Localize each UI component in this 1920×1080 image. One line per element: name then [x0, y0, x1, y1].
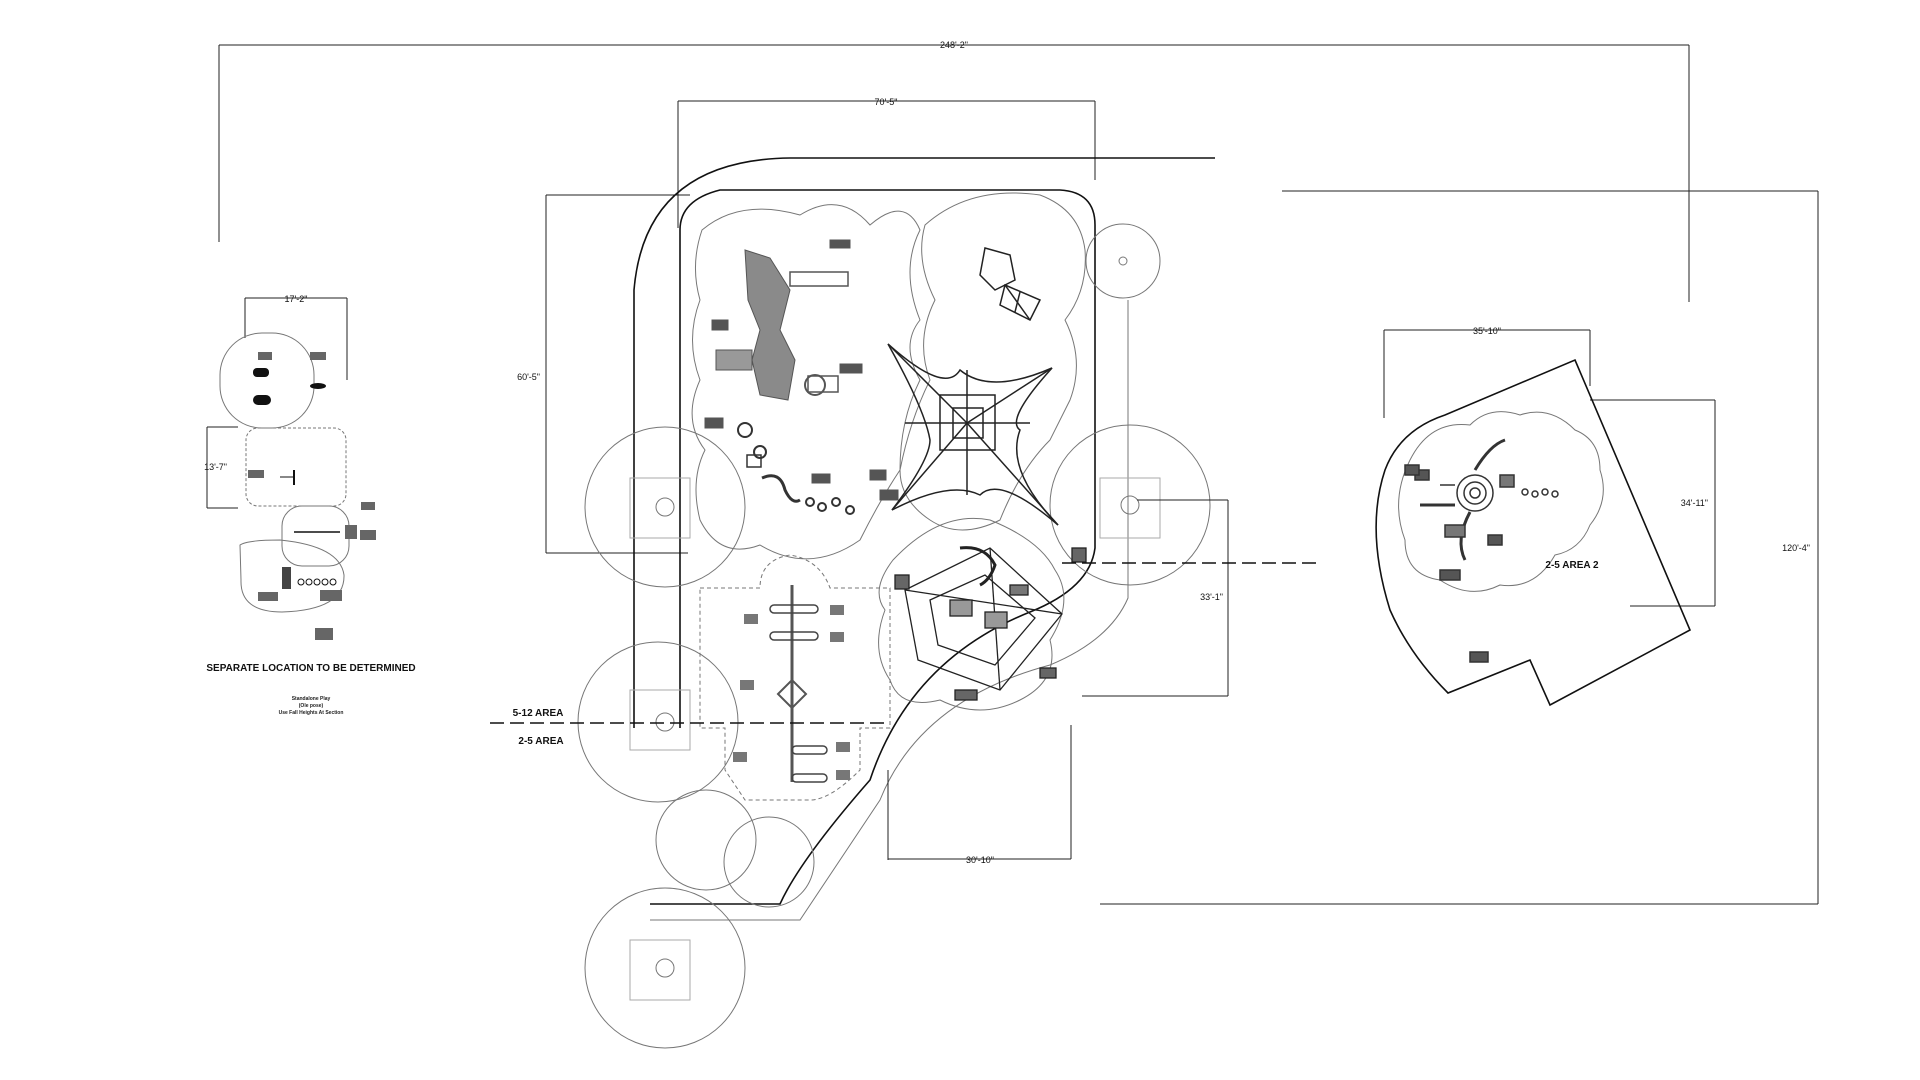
fall-zone	[1049, 424, 1211, 586]
overall-height-dimension: 120'-4"	[1100, 190, 1819, 905]
fall-zone-2-5	[878, 517, 1065, 711]
area-2-5-height-label: 33'-1"	[1200, 592, 1223, 602]
fall-zone	[655, 789, 757, 891]
play-structure-2-5	[894, 546, 1087, 701]
pole-marker	[655, 958, 675, 978]
area-2-5-width-label: 30'-10"	[966, 855, 994, 865]
fall-zone	[245, 427, 347, 507]
walkway-path	[650, 300, 1129, 921]
overall-width-dimension: 248'-2"	[218, 40, 1690, 302]
swing-set-equipment	[733, 585, 850, 783]
pole-marker	[1118, 256, 1128, 266]
separate-location-group: 17'-2" 13'-7"	[204, 294, 416, 716]
fall-zone	[584, 426, 746, 588]
overall-width-label: 248'-2"	[940, 40, 968, 50]
pole-marker	[655, 497, 675, 517]
fall-zone	[1085, 223, 1161, 299]
area2-height-label: 34'-11"	[1681, 498, 1708, 508]
fall-zone	[584, 887, 746, 1049]
separate-note-line: Use Fall Heights At Section	[279, 710, 344, 716]
play-structure-5-12	[704, 239, 899, 515]
fall-zone-net	[899, 192, 1086, 531]
area-2-5-dimensions: 30'-10" 33'-1"	[887, 499, 1229, 865]
footing	[629, 477, 691, 539]
pole-marker	[1120, 495, 1140, 515]
area-2-5-area2-group: 35'-10" 34'-11" 2-5 AREA 2	[1375, 326, 1716, 707]
area2-width-label: 35'-10"	[1473, 326, 1501, 336]
fall-zone	[219, 332, 315, 429]
swing-zone	[699, 554, 891, 801]
footing	[629, 939, 691, 1001]
overall-height-label: 120'-4"	[1782, 543, 1810, 553]
separate-location-label: SEPARATE LOCATION TO BE DETERMINED	[206, 663, 415, 674]
fall-zone	[577, 641, 739, 803]
pole-marker	[655, 712, 675, 732]
area2-fall-zone	[1398, 411, 1604, 592]
area-2-5-label: 2-5 AREA	[518, 736, 563, 747]
area2-label: 2-5 AREA 2	[1545, 560, 1599, 571]
area-5-12-height-label: 60'-5"	[517, 372, 540, 382]
net-climber	[887, 247, 1059, 526]
separate-note-line: (Ole pose)	[299, 703, 324, 709]
separate-height-label: 13'-7"	[204, 462, 227, 472]
fall-zone	[723, 816, 815, 908]
area2-boundary	[1375, 358, 1692, 707]
spring-rider-equipment	[248, 352, 376, 640]
site-boundary	[650, 189, 1096, 905]
area-5-12-width-label: 70'-5"	[875, 97, 898, 107]
fall-zone	[281, 505, 350, 567]
separate-note-line: Standalone Play	[292, 696, 331, 702]
separate-width-label: 17'-2"	[285, 294, 308, 304]
area-5-12-dimensions: 70'-5" 60'-5"	[517, 97, 1096, 554]
footing	[629, 689, 691, 751]
area2-play-structure	[1404, 438, 1559, 663]
footing	[1099, 477, 1161, 539]
fall-zone	[239, 539, 345, 613]
site-boundary	[633, 157, 1215, 728]
area-5-12-label: 5-12 AREA	[513, 708, 564, 719]
